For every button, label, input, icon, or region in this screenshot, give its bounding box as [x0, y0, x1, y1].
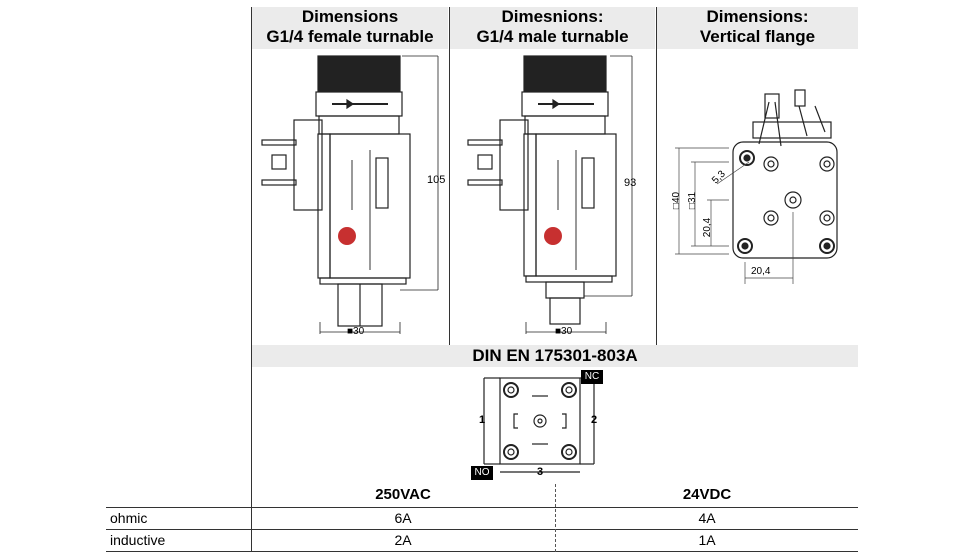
nc-label: NC	[584, 371, 600, 382]
drawing-male-turnable	[467, 55, 633, 334]
drawing-female-turnable	[261, 55, 439, 334]
table-rule	[106, 551, 858, 552]
ohmic-250vac-value: 6A	[394, 510, 412, 526]
header-dimensions-male: Dimesnions: G1/4 male turnable	[450, 7, 655, 49]
no-label: NO	[474, 467, 490, 478]
grid-line	[656, 7, 657, 367]
header-dimensions-female: Dimensions G1/4 female turnable	[252, 7, 448, 49]
header-line-2: G1/4 male turnable	[476, 27, 629, 46]
dimension-label: 20,4	[751, 266, 771, 277]
column-header-250vac: 250VAC	[375, 486, 431, 503]
column-header-24vdc: 24VDC	[682, 486, 732, 503]
pin-1-label: 1	[479, 414, 486, 426]
din-header: DIN EN 175301-803A	[252, 345, 858, 367]
header-line-1: Dimensions	[301, 7, 399, 26]
row-label-ohmic: ohmic	[110, 510, 148, 526]
inductive-250vac-value: 2A	[394, 532, 412, 548]
pin-3-label: 3	[537, 466, 544, 478]
grid-line	[251, 7, 252, 552]
header-line-2: Vertical flange	[699, 27, 816, 46]
header-line-1: Dimensions:	[706, 7, 809, 26]
ohmic-24vdc-value: 4A	[698, 510, 716, 526]
row-label-inductive: inductive	[110, 532, 166, 548]
table-divider	[555, 484, 556, 552]
drawing-vertical-flange	[675, 89, 838, 284]
dimension-label: ■30	[555, 326, 573, 337]
nc-terminal-label: NC	[581, 370, 603, 384]
dimension-label: ■30	[347, 326, 365, 337]
din-connector-diagram	[483, 377, 595, 473]
dimension-label: 20,4	[702, 217, 714, 238]
header-line-1: Dimesnions:	[501, 7, 604, 26]
table-rule	[106, 529, 858, 530]
grid-line	[449, 7, 450, 367]
no-terminal-label: NO	[471, 466, 493, 480]
din-title: DIN EN 175301-803A	[472, 346, 638, 365]
pin-2-label: 2	[591, 414, 598, 426]
dimension-label: □31	[687, 191, 699, 210]
header-line-2: G1/4 female turnable	[266, 27, 434, 46]
dimension-label: 105	[427, 174, 446, 186]
header-dimensions-flange: Dimensions: Vertical flange	[657, 7, 858, 49]
inductive-24vdc-value: 1A	[698, 532, 716, 548]
dimension-label: □40	[671, 191, 683, 210]
dimension-label: 93	[624, 177, 637, 189]
table-rule	[106, 507, 858, 508]
